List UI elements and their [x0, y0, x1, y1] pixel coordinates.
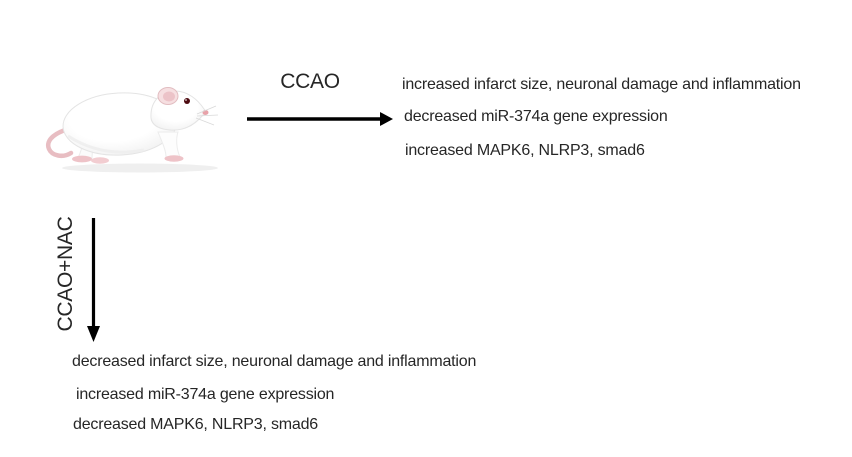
rat-front-foot: [164, 155, 184, 162]
white-rat-photo: [45, 87, 219, 173]
ccao-nac-outcome-1: decreased infarct size, neuronal damage …: [72, 353, 477, 370]
rat-whiskers: [195, 105, 219, 126]
rat-mid-foot: [91, 157, 109, 164]
rat-rear-foot: [72, 155, 92, 163]
ccao-outcome-3: increased MAPK6, NLRP3, smad6: [405, 142, 645, 159]
ccao-outcome-1: increased infarct size, neuronal damage …: [402, 76, 801, 93]
ccao-pathway-label: CCAO: [280, 70, 340, 93]
ccao-nac-pathway-label: CCAO+NAC: [54, 216, 77, 332]
ccao-right-arrow: [247, 112, 393, 126]
rat-eye: [184, 98, 190, 104]
ccao-outcome-2: decreased miR-374a gene expression: [404, 108, 668, 125]
rat-eye-highlight: [185, 99, 187, 101]
rat-front-leg: [157, 131, 181, 158]
rat-inner-ear: [163, 91, 175, 102]
ccao-nac-down-arrow: [87, 218, 100, 342]
rat-belly-shading: [67, 134, 145, 154]
rat-tail: [45, 125, 77, 159]
rat-shadow: [62, 163, 218, 173]
ccao-nac-outcome-2: increased miR-374a gene expression: [76, 386, 335, 403]
ccao-nac-outcome-3: decreased MAPK6, NLRP3, smad6: [73, 416, 318, 433]
